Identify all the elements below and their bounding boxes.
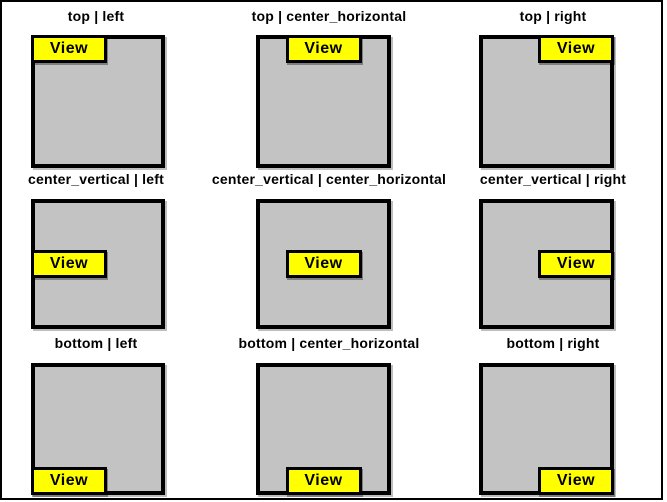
gravity-box-bottom-center-horizontal: View [256, 363, 391, 495]
gravity-label-top-right: top | right [519, 8, 587, 24]
view-button-bottom-right[interactable]: View [538, 467, 614, 495]
gravity-box-center-vertical-right: View [479, 199, 614, 329]
gravity-box-top-center-horizontal: View [256, 35, 391, 168]
gravity-box-center-vertical-center-horizontal: View [256, 199, 391, 329]
view-button-center-vertical-left[interactable]: View [31, 250, 107, 278]
view-button-center-vertical-center-horizontal[interactable]: View [285, 250, 362, 278]
view-button-top-right[interactable]: View [538, 35, 614, 63]
view-button-top-center-horizontal[interactable]: View [285, 35, 362, 63]
view-button-bottom-left[interactable]: View [31, 467, 107, 495]
gravity-label-top-left: top | left [67, 8, 125, 24]
gravity-label-center-vertical-right: center_vertical | right [479, 171, 627, 187]
gravity-label-bottom-left: bottom | left [54, 335, 138, 351]
view-button-top-left[interactable]: View [31, 35, 107, 63]
view-button-center-vertical-right[interactable]: View [538, 250, 614, 278]
gravity-label-center-vertical-center-horizontal: center_vertical | center_horizontal [211, 171, 447, 187]
gravity-box-bottom-right: View [479, 363, 614, 495]
gravity-box-center-vertical-left: View [31, 199, 165, 329]
view-button-bottom-center-horizontal[interactable]: View [285, 467, 362, 495]
gravity-label-bottom-center-horizontal: bottom | center_horizontal [238, 335, 420, 351]
gravity-box-top-right: View [479, 35, 614, 168]
gravity-box-bottom-left: View [31, 363, 165, 495]
gravity-label-bottom-right: bottom | right [506, 335, 600, 351]
gravity-label-top-center-horizontal: top | center_horizontal [251, 8, 407, 24]
gravity-box-top-left: View [31, 35, 165, 168]
gravity-label-center-vertical-left: center_vertical | left [28, 171, 164, 187]
